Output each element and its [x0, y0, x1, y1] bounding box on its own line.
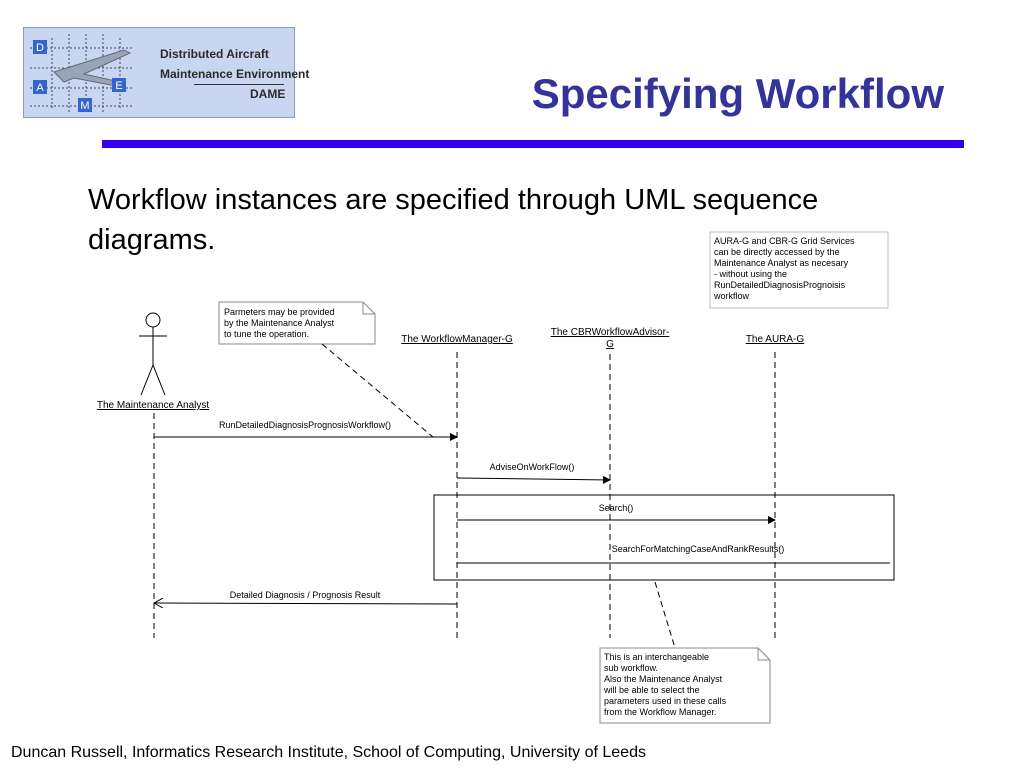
note-sub-line3: Also the Maintenance Analyst: [604, 674, 723, 684]
message-run-workflow-label: RunDetailedDiagnosisPrognosisWorkflow(): [219, 420, 391, 430]
message-result-label: Detailed Diagnosis / Prognosis Result: [230, 590, 381, 600]
slide-footer: Duncan Russell, Informatics Research Ins…: [11, 744, 646, 761]
note-sub-line6: from the Workflow Manager.: [604, 707, 716, 717]
logo-line1: Distributed Aircraft: [160, 47, 269, 61]
dame-logo: D A E M Distributed Aircraft Maintenance…: [23, 27, 309, 118]
note-parameters-anchor: [321, 343, 434, 438]
note-grid-line3: Maintenance Analyst as necesary: [714, 258, 849, 268]
message-advise-label: AdviseOnWorkFlow(): [490, 462, 575, 472]
note-grid-line2: can be directly accessed by the: [714, 247, 840, 257]
note-grid-services: AURA-G and CBR-G Grid Services can be di…: [709, 231, 889, 309]
note-grid-line5: RunDetailedDiagnosisPrognoisis: [714, 280, 846, 290]
note-sub-workflow: This is an interchangeable sub workflow.…: [599, 647, 771, 724]
logo-underline: [194, 84, 284, 85]
title-rule: [102, 140, 964, 148]
note-grid-line4: - without using the: [714, 269, 787, 279]
note-parameters: Parmeters may be provided by the Mainten…: [218, 301, 376, 345]
note-grid-line6: workflow: [713, 291, 750, 301]
logo-letter-m: M: [80, 100, 89, 112]
note-parameters-line3: to tune the operation.: [224, 329, 309, 339]
note-sub-line5: parameters used in these calls: [604, 696, 727, 706]
object-cbr-advisor-line1: The CBRWorkflowAdvisor-: [551, 327, 670, 338]
logo-line2: Maintenance Environment: [160, 67, 310, 81]
slide-body-text: Workflow instances are specified through…: [88, 184, 819, 256]
slide-title: Specifying Workflow: [531, 70, 944, 117]
note-sub-workflow-anchor: [654, 581, 676, 649]
note-parameters-line2: by the Maintenance Analyst: [224, 318, 335, 328]
object-cbr-advisor-line2: G: [606, 339, 614, 350]
message-result-arrow: [154, 603, 458, 604]
message-rank-label: SearchForMatchingCaseAndRankResults(): [612, 544, 785, 554]
note-sub-line4: will be able to select the: [603, 685, 700, 695]
object-workflow-manager: The WorkflowManager-G: [401, 334, 513, 345]
message-search-label: Search(): [599, 503, 634, 513]
actor-stick-figure: [139, 312, 167, 396]
object-aura: The AURA-G: [746, 334, 805, 345]
actor-label: The Maintenance Analyst: [97, 400, 210, 411]
note-sub-line1: This is an interchangeable: [604, 652, 709, 662]
logo-line3: DAME: [250, 87, 286, 101]
logo-letter-e: E: [115, 80, 122, 92]
logo-letter-a: A: [36, 82, 44, 94]
logo-grid-graphic: D A E M: [30, 34, 134, 112]
message-advise-arrow: [456, 475, 611, 484]
sub-workflow-frame: [433, 494, 895, 581]
note-grid-line1: AURA-G and CBR-G Grid Services: [714, 236, 855, 246]
note-parameters-line1: Parmeters may be provided: [224, 307, 335, 317]
logo-letter-d: D: [36, 42, 44, 54]
note-sub-line2: sub workflow.: [604, 663, 658, 673]
